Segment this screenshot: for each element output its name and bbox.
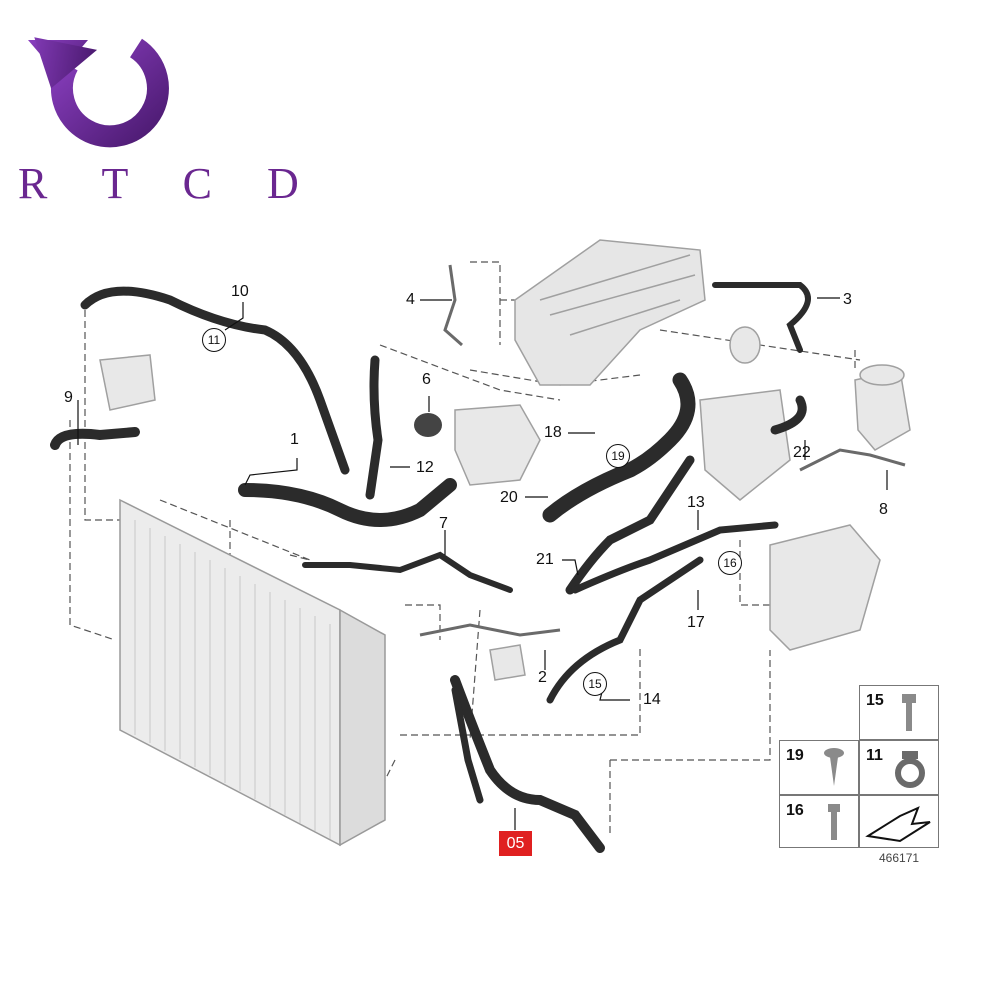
callout-circled-15: 15 <box>583 672 607 696</box>
legend-cell-16: 16 <box>779 795 859 848</box>
bolt-icon <box>902 694 916 731</box>
callout-13: 13 <box>687 494 705 511</box>
callout-7: 7 <box>439 515 448 532</box>
callout-circled-19: 19 <box>606 444 630 468</box>
callout-17: 17 <box>687 614 705 631</box>
hose-2up <box>546 556 704 704</box>
callout-circled-16: 16 <box>718 551 742 575</box>
hose-3 <box>712 282 811 353</box>
callout-6: 6 <box>422 371 431 388</box>
hose-13 <box>571 521 779 594</box>
screw-icon <box>824 748 844 786</box>
electric-pump <box>99 354 156 411</box>
callout-18: 18 <box>544 424 562 441</box>
fastener-legend: 15 19 11 16 <box>779 685 939 848</box>
hose-9 <box>50 427 140 450</box>
pipe-2 <box>419 623 561 637</box>
hose-22 <box>770 395 807 435</box>
expansion-tank-lower <box>769 524 881 651</box>
legend-number-16: 16 <box>786 802 804 819</box>
rtcd-logo-icon <box>28 37 169 148</box>
bolt-icon <box>828 804 840 840</box>
callout-circled-11: 11 <box>202 328 226 352</box>
legend-cell-15: 15 <box>859 685 939 740</box>
legend-cell-11: 11 <box>859 740 939 795</box>
callout-9: 9 <box>64 389 73 406</box>
legend-number-11: 11 <box>866 747 883 764</box>
aux-pump <box>489 644 526 681</box>
brand-text: R T C D <box>18 159 321 208</box>
pipe-4 <box>443 264 463 347</box>
hose-5 <box>450 675 605 853</box>
hose-5b <box>451 686 484 804</box>
highlight-label-05: 05 <box>499 831 532 856</box>
callout-20: 20 <box>500 489 518 506</box>
legend-number-15: 15 <box>866 692 884 709</box>
hose-21 <box>565 455 695 595</box>
hose-20 <box>542 372 696 523</box>
callout-21: 21 <box>536 551 554 568</box>
pipe-8 <box>799 448 906 472</box>
hose-10 <box>80 286 350 475</box>
callout-1: 1 <box>290 431 299 448</box>
callout-3: 3 <box>843 291 852 308</box>
callout-22: 22 <box>793 444 811 461</box>
callout-14: 14 <box>643 691 661 708</box>
callout-2: 2 <box>538 669 547 686</box>
cap-part-6 <box>414 413 442 437</box>
legend-cell-arrow <box>859 795 939 848</box>
direction-arrow-icon <box>865 806 931 843</box>
water-pump <box>454 404 541 486</box>
figure-number: 466171 <box>879 851 920 865</box>
callout-12: 12 <box>416 459 434 476</box>
radiator <box>119 498 386 847</box>
intake-manifold <box>514 239 706 386</box>
hose-12 <box>365 355 383 500</box>
legend-number-19: 19 <box>786 747 804 764</box>
hose-7 <box>302 551 513 593</box>
coolant-reservoir <box>699 389 791 501</box>
callout-4: 4 <box>406 291 415 308</box>
hose-clip-icon <box>895 751 925 788</box>
hose-1 <box>238 478 457 527</box>
callout-10: 10 <box>231 283 249 300</box>
callout-8: 8 <box>879 501 888 518</box>
legend-cell-19: 19 <box>779 740 859 795</box>
